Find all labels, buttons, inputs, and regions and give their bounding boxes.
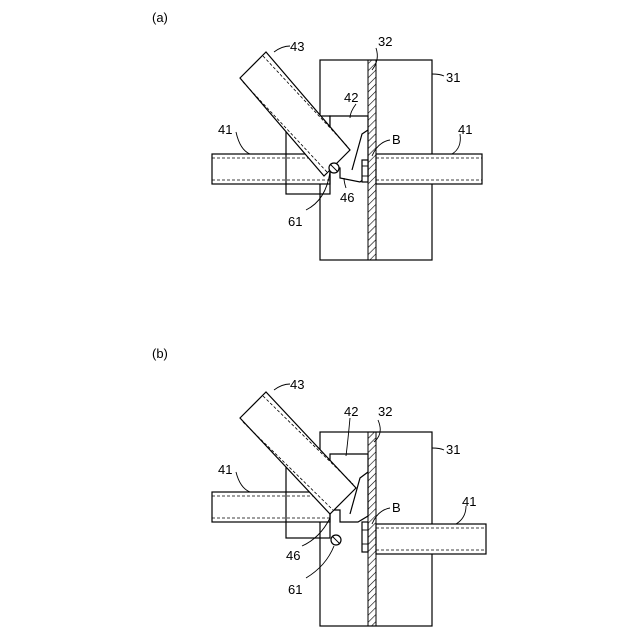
panel-a-plate	[368, 60, 376, 260]
panel-a-label-61: 61	[288, 214, 302, 229]
panel-a-leader-43	[274, 46, 290, 52]
panel-a-leader-41-right	[452, 134, 460, 154]
panel-a-label-46: 46	[340, 190, 354, 205]
panel-b-pin	[331, 535, 341, 545]
panel-a-leader-41-left	[236, 132, 250, 154]
panel-a-pin	[329, 163, 339, 173]
panel-b-leader-41-left	[236, 472, 250, 492]
panel-a-label-43: 43	[290, 39, 304, 54]
panel-b: (b)	[152, 346, 486, 626]
panel-a-label-41-right: 41	[458, 122, 472, 137]
panel-a-label-B: B	[392, 132, 401, 147]
panel-a-label-32: 32	[378, 34, 392, 49]
panel-a-pipe-right	[376, 154, 482, 184]
panel-b-label-42: 42	[344, 404, 358, 419]
panel-a-label-42: 42	[344, 90, 358, 105]
panel-a-leader-31	[432, 74, 444, 76]
panel-b-label-32: 32	[378, 404, 392, 419]
panel-a-label-41-left: 41	[218, 122, 232, 137]
panel-b-leader-31	[432, 448, 444, 450]
panel-b-bolt	[362, 522, 368, 552]
panel-a-label-31: 31	[446, 70, 460, 85]
panel-b-pipe-left	[212, 492, 330, 522]
panel-b-caption: (b)	[152, 346, 168, 361]
panel-b-label-31: 31	[446, 442, 460, 457]
panel-b-label-41-left: 41	[218, 462, 232, 477]
panel-b-pipe-right	[376, 524, 486, 554]
panel-b-label-B: B	[392, 500, 401, 515]
panel-b-leader-43	[274, 384, 290, 390]
panel-b-label-41-right: 41	[462, 494, 476, 509]
panel-b-label-61: 61	[288, 582, 302, 597]
panel-b-plate	[368, 432, 376, 626]
panel-a: (a)	[152, 10, 482, 260]
panel-a-caption: (a)	[152, 10, 168, 25]
panel-b-label-43: 43	[290, 377, 304, 392]
panel-b-label-46: 46	[286, 548, 300, 563]
panel-a-bolt	[362, 160, 368, 182]
